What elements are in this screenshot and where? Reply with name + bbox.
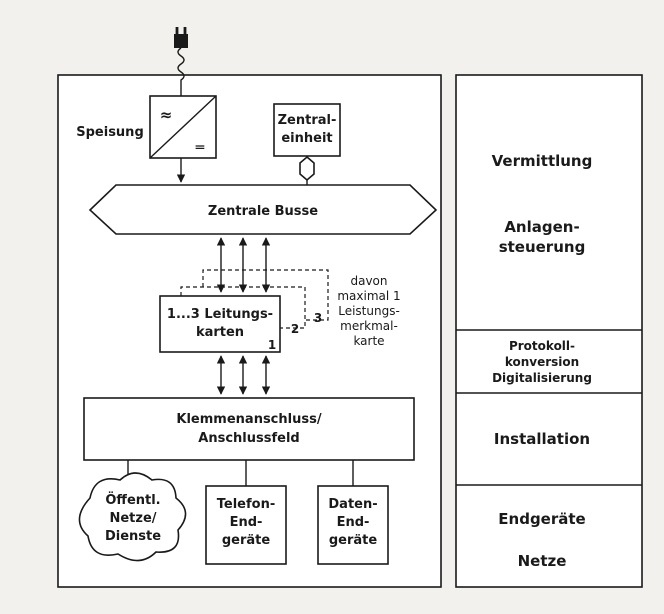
layer-label-system-control: steuerung — [499, 238, 586, 256]
line-cards-label-line: 1...3 Leitungs- — [167, 307, 273, 322]
terminal-block-label-line: Klemmenanschluss/ — [176, 412, 321, 427]
data-terminals-label-line: End- — [337, 515, 370, 530]
svg-text:merkmal-: merkmal- — [340, 319, 398, 333]
layer-label-installation: Installation — [494, 430, 590, 448]
layer-label-switching: Vermittlung — [492, 152, 593, 170]
line-card-number: 3 — [314, 311, 322, 325]
power-supply-label: Speisung — [76, 125, 144, 140]
layer-label-system-control: Anlagen- — [504, 218, 579, 236]
layer-label-terminals: Endgeräte — [498, 510, 585, 528]
central-unit-label-line: Zentral- — [278, 113, 337, 128]
svg-text:maximal 1: maximal 1 — [337, 289, 400, 303]
central-unit-connector — [299, 155, 315, 182]
public-networks-cloud — [78, 472, 187, 562]
dc-symbol: ═ — [195, 140, 205, 156]
terminal-block-box — [83, 397, 415, 461]
layer-column — [455, 74, 643, 588]
layer-label-protocol: Protokoll- — [509, 339, 575, 353]
line-cards-note: davon maximal 1 Leistungs- merkmal- kart… — [337, 274, 400, 348]
power-plug-icon — [174, 27, 188, 96]
central-unit-box — [273, 103, 341, 157]
line-card-2-outline — [180, 286, 306, 329]
line-card-3-outline — [202, 269, 329, 321]
public-networks-label-line: Öffentl. — [105, 492, 160, 508]
line-cards-label-line: karten — [196, 325, 244, 340]
converter-diagonal — [149, 95, 217, 159]
svg-text:karte: karte — [353, 334, 384, 348]
layer-label-protocol: Digitalisierung — [492, 371, 592, 385]
line-card-number: 1 — [268, 338, 276, 352]
telephone-terminals-box — [205, 485, 287, 565]
telephone-terminals-label-line: End- — [230, 515, 263, 530]
line-card-number: 2 — [291, 322, 299, 336]
public-networks-label-line: Dienste — [105, 529, 161, 544]
ac-symbol: ≈ — [160, 106, 173, 124]
svg-text:Leistungs-: Leistungs- — [338, 304, 400, 318]
telephone-terminals-label-line: Telefon- — [217, 497, 275, 512]
data-terminals-box — [317, 485, 389, 565]
central-bus-label: Zentrale Busse — [208, 204, 318, 219]
layer-label-protocol: konversion — [505, 355, 579, 369]
telephone-terminals-label-line: geräte — [222, 533, 271, 548]
data-terminals-label-line: Daten- — [328, 497, 377, 512]
central-unit-label-line: einheit — [281, 131, 332, 146]
line-cards-box — [159, 295, 281, 353]
terminal-block-label-line: Anschlussfeld — [198, 431, 299, 446]
central-bus — [88, 184, 438, 235]
layer-label-networks: Netze — [518, 552, 567, 570]
public-networks-label-line: Netze/ — [109, 511, 156, 526]
svg-text:davon: davon — [350, 274, 387, 288]
data-terminals-label-line: geräte — [329, 533, 378, 548]
